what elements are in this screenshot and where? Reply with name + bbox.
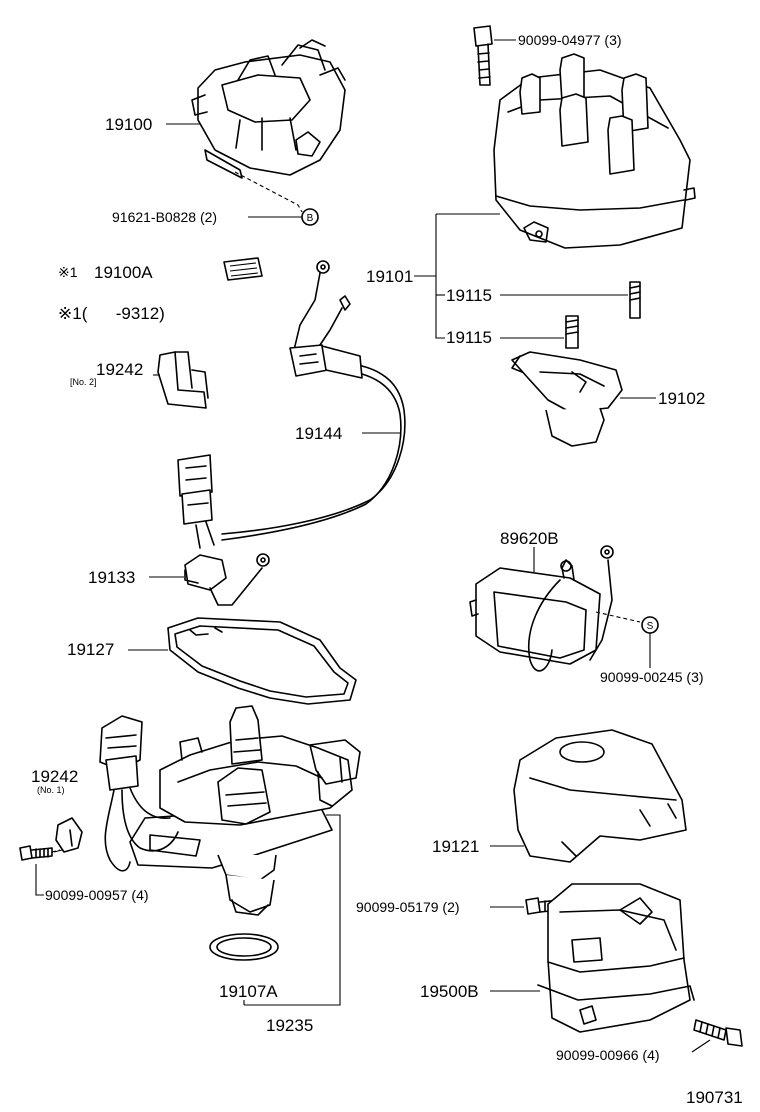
screw-00957-drawing	[19, 845, 61, 861]
bolt-b-letter: B	[307, 213, 314, 224]
label-19127: 19127	[67, 640, 114, 659]
distributor-assembly-drawing	[191, 39, 346, 213]
label-19500b: 19500B	[420, 982, 479, 1001]
label-19115-lower: 19115	[446, 328, 492, 347]
label-19235: 19235	[266, 1016, 313, 1035]
clamp-no1-drawing	[55, 817, 83, 853]
label-19242-no2: 19242	[96, 360, 143, 379]
rotor-drawing	[511, 351, 623, 447]
clamp-no2-drawing	[157, 351, 209, 409]
label-19102: 19102	[658, 389, 705, 408]
label-plate-drawing	[223, 257, 263, 281]
bolt-00966-drawing	[693, 1019, 743, 1047]
ignition-cover-drawing	[513, 729, 687, 863]
label-90099-05179: 90099-05179 (2)	[356, 899, 460, 915]
wire-harness-drawing	[177, 260, 406, 549]
o-ring-drawing	[209, 933, 279, 961]
bolt-04977-drawing	[473, 25, 493, 86]
label-90099-00966: 90099-00966 (4)	[556, 1047, 660, 1063]
label-90099-00245: 90099-00245 (3)	[600, 669, 704, 685]
label-19100: 19100	[105, 115, 152, 134]
label-19107a: 19107A	[219, 982, 278, 1001]
label-19121: 19121	[432, 837, 479, 856]
gasket-drawing	[167, 617, 357, 705]
label-19115-upper: 19115	[446, 286, 492, 305]
spring-upper-drawing	[629, 281, 641, 319]
label-19100a: 19100A	[94, 263, 153, 282]
distributor-housing-drawing	[129, 705, 361, 916]
label-19101: 19101	[366, 267, 413, 286]
label-19242-no1: 19242	[31, 767, 78, 786]
label-90099-04977: 90099-04977 (3)	[518, 32, 622, 48]
distributor-cap-drawing	[493, 53, 696, 249]
label-19242-no2-sub: [No. 2]	[70, 377, 97, 387]
igniter-drawing	[469, 545, 641, 672]
label-19144: 19144	[295, 424, 342, 443]
label-89620b: 89620B	[500, 529, 559, 548]
label-90099-00957: 90099-00957 (4)	[45, 887, 149, 903]
sensor-drawing	[184, 553, 270, 606]
spring-lower-drawing	[565, 315, 579, 349]
label-91621-b0828: 91621-B0828 (2)	[112, 209, 217, 225]
label-19133: 19133	[88, 568, 135, 587]
label-9312: ※1( -9312)	[58, 304, 165, 323]
label-19100a-mark: ※1	[58, 264, 78, 280]
screw-s-letter: S	[647, 621, 654, 632]
leader-lines	[35, 39, 711, 1053]
diagram-id: 190731	[686, 1088, 743, 1107]
housing-connector-drawing	[99, 715, 179, 872]
ignition-coil-drawing	[537, 883, 695, 1033]
label-19242-no1-sub: (No. 1)	[37, 785, 65, 795]
